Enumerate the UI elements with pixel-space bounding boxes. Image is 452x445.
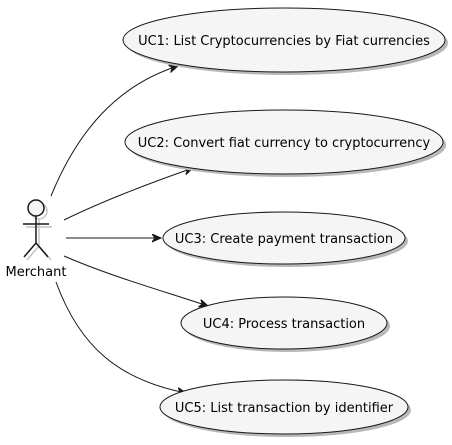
associations [50,66,208,393]
use-case-label-uc1: UC1: List Cryptocurrencies by Fiat curre… [138,34,430,49]
association-uc5 [55,281,186,393]
use-case-uc5: UC5: List transaction by identifier [159,379,411,437]
use-case-uc2: UC2: Convert fiat currency to cryptocurr… [124,109,446,177]
use-case-uc3: UC3: Create payment transaction [162,211,408,267]
association-uc1 [50,66,178,197]
use-case-uc1: UC1: List Cryptocurrencies by Fiat curre… [122,7,448,75]
stick-figure-icon [23,199,49,258]
use-case-uc4: UC4: Process transaction [180,296,390,352]
use-case-label-uc2: UC2: Convert fiat currency to cryptocurr… [138,136,431,151]
association-uc2 [63,168,193,221]
use-case-label-uc4: UC4: Process transaction [203,317,365,332]
use-case-label-uc3: UC3: Create payment transaction [175,232,393,247]
use-case-label-uc5: UC5: List transaction by identifier [175,401,394,416]
actor-label: Merchant [6,265,67,280]
actor-merchant: Merchant [6,199,67,280]
association-uc4 [63,255,208,306]
